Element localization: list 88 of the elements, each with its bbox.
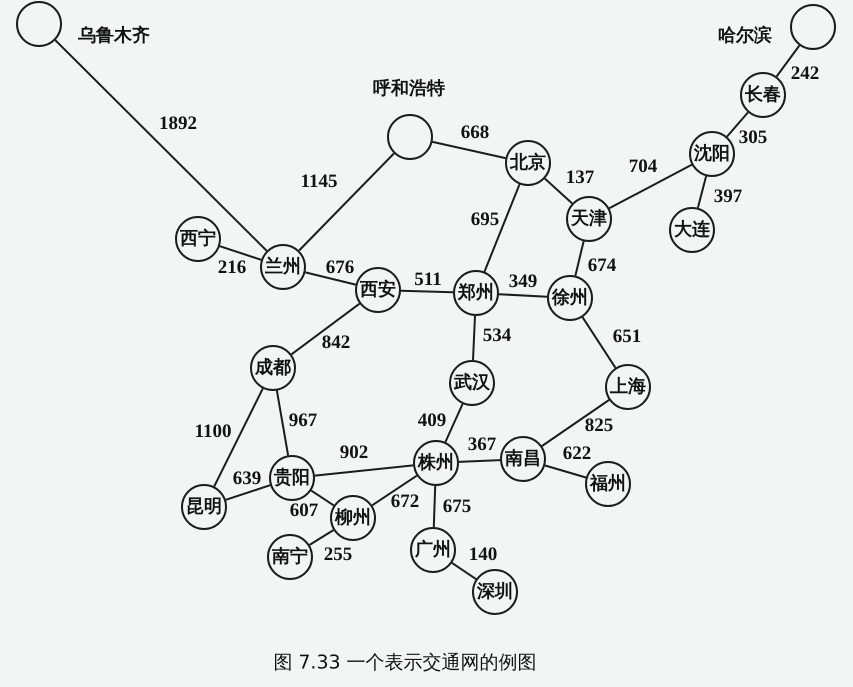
node-circle: 大连: [669, 207, 715, 253]
connector-line: [484, 184, 520, 272]
node-circle: 西宁: [175, 216, 221, 262]
node-circle: 昆明: [181, 484, 227, 530]
node-circle: [16, 1, 62, 47]
edge-label: 367: [468, 435, 496, 455]
connector-line: [444, 404, 464, 442]
connector-line: [498, 293, 548, 298]
edge-label: 607: [290, 501, 318, 521]
connector-line: [54, 40, 268, 252]
node-circle: 郑州: [453, 270, 499, 316]
edge-label: 672: [390, 492, 420, 512]
connector-line: [432, 486, 436, 528]
connector-line: [458, 459, 500, 463]
connector-line: [544, 178, 573, 204]
edge-label: 967: [288, 411, 318, 431]
edge-label: 704: [628, 157, 658, 177]
connector-line: [225, 484, 271, 501]
node-circle: 柳州: [330, 495, 376, 541]
edge-label: 511: [414, 270, 442, 290]
connector-line: [213, 388, 264, 487]
node-circle: 株州: [413, 440, 459, 486]
edge-label: 695: [470, 210, 500, 230]
edge-label: 137: [566, 168, 594, 188]
edge-label: 622: [562, 444, 592, 464]
node-circle: 广州: [410, 527, 456, 573]
edge-label: 676: [326, 258, 354, 278]
connector-line: [372, 474, 418, 506]
edge-label: 534: [482, 326, 512, 346]
node-circle: 沈阳: [689, 131, 735, 177]
connector-line: [776, 44, 800, 78]
node-circle: 南昌: [500, 436, 546, 482]
node-circle: 兰州: [260, 244, 306, 290]
edge-label: 651: [612, 327, 642, 347]
figure-caption: 图 7.33 一个表示交通网的例图: [273, 652, 537, 674]
node-circle: 北京: [505, 140, 551, 186]
node-circle: 福州: [585, 461, 631, 507]
edge-label: 140: [468, 545, 498, 565]
edge-label: 409: [418, 411, 446, 431]
connector-line: [696, 176, 708, 208]
edge-label: 902: [340, 443, 368, 463]
connector-line: [541, 399, 610, 447]
node-circle: 徐州: [547, 275, 593, 321]
node-circle: [387, 114, 433, 160]
connector-line: [298, 152, 395, 252]
connector-line: [290, 302, 360, 356]
connector-line: [432, 140, 506, 160]
node-circle: 贵阳: [269, 455, 315, 501]
edge-label: 675: [442, 497, 472, 517]
connector-line: [310, 490, 334, 506]
edge-label: 1100: [194, 422, 232, 442]
connector-line: [451, 562, 477, 580]
connector-line: [544, 464, 586, 478]
node-circle: 上海: [605, 364, 651, 410]
connector-line: [305, 271, 356, 286]
edge-label: 842: [322, 333, 350, 353]
city-label: 乌鲁木齐: [78, 26, 150, 46]
node-circle: 成都: [250, 345, 296, 391]
edge-label: 305: [738, 128, 768, 148]
edge-label: 674: [588, 256, 616, 276]
edge-label: 825: [584, 416, 614, 436]
edge-label: 1892: [159, 114, 197, 134]
connector-line: [574, 241, 585, 276]
edge-label: 349: [508, 272, 538, 292]
edge-label: 668: [460, 123, 490, 143]
edge-label: 242: [790, 64, 820, 84]
connector-line: [276, 390, 290, 456]
node-circle: 长春: [740, 72, 786, 118]
edge-label: 1145: [300, 172, 338, 192]
node-circle: 武汉: [449, 360, 495, 406]
node-circle: 天津: [566, 196, 612, 242]
node-circle: [790, 4, 836, 50]
connector-line: [309, 529, 334, 546]
connector-line: [472, 316, 476, 360]
connector-line: [582, 316, 616, 368]
city-label: 哈尔滨: [718, 26, 772, 46]
connector-line: [314, 464, 414, 477]
connector-line: [726, 112, 749, 138]
node-circle: 南宁: [267, 534, 313, 580]
connector-line: [608, 164, 692, 210]
node-circle: 西安: [355, 267, 401, 313]
edge-label: 639: [232, 469, 262, 489]
connector-line: [400, 290, 454, 294]
connector-line: [219, 245, 262, 261]
city-label: 呼和浩特: [373, 79, 445, 99]
node-circle: 深圳: [472, 569, 518, 615]
edge-label: 397: [714, 187, 742, 207]
edge-label: 255: [324, 545, 352, 565]
